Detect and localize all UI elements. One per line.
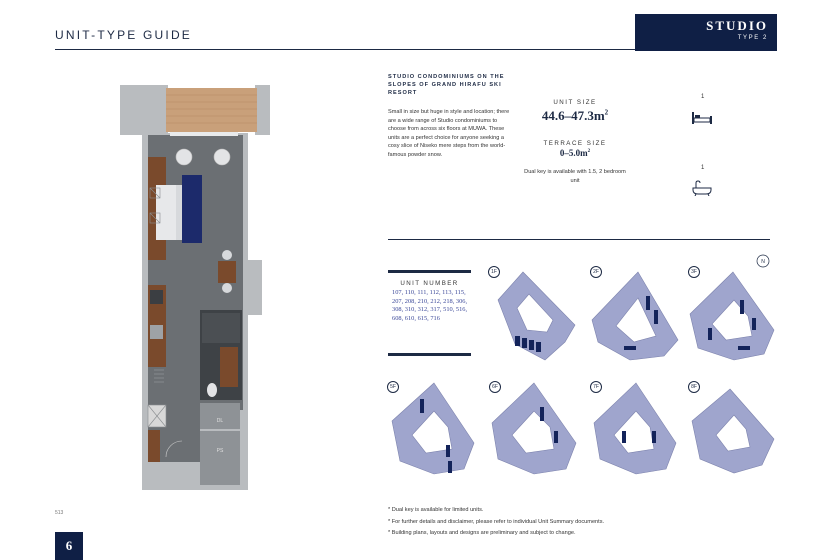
floor-label-8f: 8F (688, 381, 700, 393)
floor-label-6f: 6F (489, 381, 501, 393)
floor-plan-7f (593, 382, 677, 475)
bathtub-icon (692, 180, 712, 196)
header-divider (55, 49, 635, 50)
floor-plan-8f (691, 388, 775, 474)
floor-label-3f: 3F (688, 266, 700, 278)
unit-size-label: UNIT SIZE (553, 99, 597, 106)
section-divider (388, 239, 770, 240)
intro-body: Small in size but huge in style and loca… (388, 109, 510, 158)
room-label-dl: DL (217, 418, 224, 424)
floor-label-5f: 5F (387, 381, 399, 393)
bath-count: 1 (701, 165, 705, 171)
footnote-item: * Building plans, layouts and designs ar… (388, 530, 576, 536)
unit-number-label: UNIT NUMBER (400, 280, 459, 287)
footnote-item: * Dual key is available for limited unit… (388, 507, 484, 513)
page-code: 513 (55, 510, 64, 516)
floor-plan-5f (391, 382, 475, 475)
footnotes: * Dual key is available for limited unit… (388, 505, 604, 540)
unit-number-bar-bottom (388, 353, 471, 356)
room-label-ps: PS (217, 448, 224, 454)
terrace-size-value: 0–5.0m2 (559, 148, 591, 158)
dual-key-note: Dual key is available with 1.5, 2 bedroo… (524, 169, 626, 184)
unit-size-value: 44.6–47.3m2 (541, 108, 609, 123)
floor-label-1f: 1F (488, 266, 500, 278)
unit-type-badge: STUDIO TYPE 2 (635, 14, 777, 51)
floor-label-7f: 7F (590, 381, 602, 393)
page-number: 6 (55, 532, 83, 560)
badge-subtitle: TYPE 2 (737, 35, 768, 41)
compass-icon: N (756, 254, 770, 268)
footnote-item: * For further details and disclaimer, pl… (388, 518, 605, 525)
floor-plan-1f (497, 271, 576, 361)
intro-heading: STUDIO CONDOMINIUMS ON THE SLOPES OF GRA… (388, 74, 505, 96)
floor-plan-2f (591, 271, 679, 361)
bedroom-count: 1 (701, 94, 705, 100)
floor-label-2f: 2F (590, 266, 602, 278)
bed-icon (692, 112, 712, 124)
floor-plan-3f (689, 271, 775, 361)
unit-number-bar-top (388, 270, 471, 273)
compass-label: N (761, 259, 765, 265)
page-title: UNIT-TYPE GUIDE (55, 28, 193, 42)
badge-title: STUDIO (706, 18, 768, 33)
unit-number-list: 107, 110, 111, 112, 113, 115, 207, 208, … (392, 289, 468, 322)
studio-floor-plan: DL PS (120, 85, 270, 490)
terrace-size-label: TERRACE SIZE (543, 140, 607, 147)
floor-plan-6f (491, 382, 577, 475)
